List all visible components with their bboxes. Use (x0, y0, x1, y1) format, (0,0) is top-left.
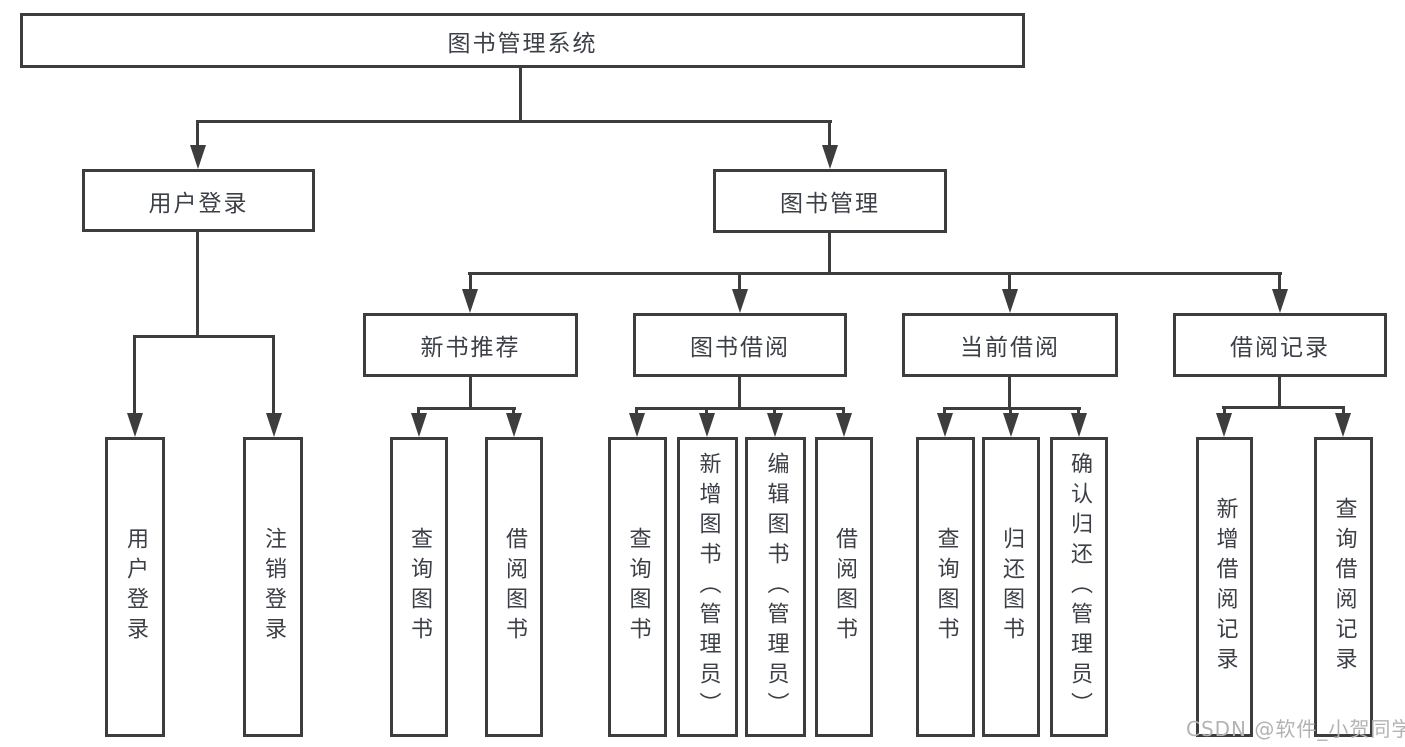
arrowhead-icon (190, 145, 206, 169)
node-label: 借阅记录 (1230, 335, 1330, 361)
leaf-query-books-recommend: 查询图书 (390, 437, 448, 737)
arrowhead-icon (1272, 289, 1288, 313)
connector-line (133, 335, 275, 338)
node-user-login: 用户登录 (82, 169, 315, 232)
connector-line (943, 407, 946, 415)
node-new-book-recommendation: 新书推荐 (363, 313, 578, 377)
connector-line (1077, 407, 1080, 415)
leaf-borrow-books: 借阅图书 (815, 437, 873, 737)
leaf-add-borrow-record: 新增借阅记录 (1196, 437, 1253, 737)
connector-line (635, 407, 638, 415)
connector-line (272, 335, 275, 413)
arrowhead-icon (822, 145, 838, 169)
leaf-label: 编辑图书（管理员） (763, 452, 789, 722)
leaf-label: 查询图书 (625, 527, 651, 647)
leaf-return-books: 归还图书 (982, 437, 1040, 737)
leaf-user-login: 用户登录 (105, 437, 165, 737)
leaf-label: 新增借阅记录 (1212, 497, 1238, 677)
connector-line (943, 407, 1081, 410)
arrowhead-icon (127, 413, 143, 437)
connector-line (133, 335, 136, 413)
arrowhead-icon (462, 289, 478, 313)
leaf-query-books-borrow: 查询图书 (608, 437, 667, 737)
connector-line (196, 120, 832, 123)
node-book-borrowing: 图书借阅 (633, 313, 847, 377)
connector-line (196, 232, 199, 335)
arrowhead-icon (629, 413, 645, 437)
node-label: 用户登录 (148, 190, 249, 217)
node-label: 图书借阅 (690, 335, 790, 361)
leaf-query-borrow-record: 查询借阅记录 (1314, 437, 1373, 737)
node-label: 当前借阅 (960, 335, 1060, 361)
arrowhead-icon (699, 413, 715, 437)
leaf-borrow-books-recommend: 借阅图书 (485, 437, 543, 737)
leaf-confirm-return-admin: 确认归还（管理员） (1050, 437, 1108, 737)
connector-line (468, 272, 1282, 275)
arrowhead-icon (1216, 413, 1232, 437)
arrowhead-icon (937, 413, 953, 437)
leaf-label: 借阅图书 (832, 527, 857, 647)
connector-line (519, 68, 522, 120)
arrowhead-icon (411, 413, 427, 437)
connector-line (196, 120, 199, 146)
watermark: CSDN @软件_小贺同学 (1186, 717, 1405, 741)
connector-line (512, 407, 515, 415)
connector-line (738, 272, 741, 289)
connector-line (773, 407, 776, 415)
leaf-label: 查询借阅记录 (1331, 497, 1357, 677)
connector-line (1009, 407, 1012, 415)
arrowhead-icon (732, 289, 748, 313)
leaf-logout: 注销登录 (243, 437, 303, 737)
connector-line (1278, 272, 1281, 289)
connector-line (1008, 272, 1011, 289)
leaf-label: 查询图书 (933, 527, 959, 647)
arrowhead-icon (266, 413, 282, 437)
arrowhead-icon (1003, 413, 1019, 437)
leaf-label: 确认归还（管理员） (1067, 452, 1092, 722)
connector-line (469, 272, 472, 289)
node-current-borrowing: 当前借阅 (902, 313, 1118, 377)
leaf-label: 借阅图书 (502, 527, 527, 647)
arrowhead-icon (1002, 289, 1018, 313)
arrowhead-icon (836, 413, 852, 437)
leaf-label: 新增图书（管理员） (695, 452, 721, 722)
connector-line (1342, 406, 1345, 415)
node-book-management: 图书管理 (713, 169, 947, 233)
connector-line (469, 377, 472, 407)
leaf-label: 查询图书 (407, 527, 432, 647)
leaf-label: 归还图书 (999, 527, 1024, 647)
connector-line (635, 407, 845, 410)
arrowhead-icon (506, 413, 522, 437)
node-borrowing-records: 借阅记录 (1173, 313, 1387, 377)
connector-line (842, 407, 845, 415)
connector-line (1278, 377, 1281, 406)
leaf-add-books-admin: 新增图书（管理员） (677, 437, 738, 737)
leaf-label: 注销登录 (261, 527, 286, 647)
connector-line (828, 233, 831, 272)
leaf-label: 用户登录 (123, 527, 148, 647)
arrowhead-icon (767, 413, 783, 437)
connector-line (417, 407, 516, 410)
node-label: 新书推荐 (420, 335, 521, 361)
connector-line (1223, 406, 1226, 415)
connector-line (1008, 377, 1011, 407)
connector-line (738, 377, 741, 407)
node-label: 图书管理 (780, 191, 880, 217)
arrowhead-icon (1335, 413, 1351, 437)
connector-line (1222, 406, 1345, 409)
node-label: 图书管理系统 (447, 30, 598, 57)
node-library-management-system: 图书管理系统 (20, 13, 1025, 68)
connector-line (417, 407, 420, 415)
arrowhead-icon (1071, 413, 1087, 437)
connector-line (828, 120, 831, 146)
leaf-edit-books-admin: 编辑图书（管理员） (745, 437, 806, 737)
leaf-query-books-current: 查询图书 (916, 437, 975, 737)
connector-line (705, 407, 708, 415)
